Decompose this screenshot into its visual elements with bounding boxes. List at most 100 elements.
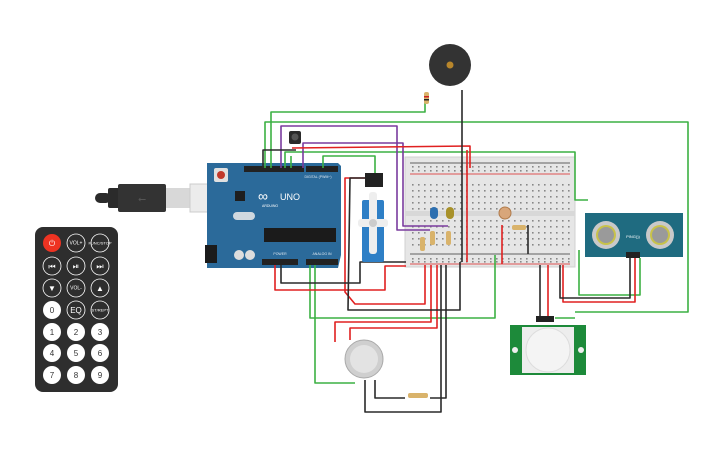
- photoresistor[interactable]: [498, 206, 512, 220]
- remote-button-label: ▼: [48, 284, 56, 293]
- breadboard-channel: [405, 211, 575, 216]
- remote-button-label: 5: [74, 349, 79, 358]
- remote-button-down[interactable]: ▼: [42, 278, 62, 298]
- usb-plug-body: [118, 184, 166, 212]
- remote-button-label: 2: [74, 328, 79, 337]
- ir-receiver-lens: [291, 133, 299, 141]
- resistor-1: [420, 237, 425, 251]
- remote-button-st-rept[interactable]: ST/REPT: [90, 300, 110, 320]
- reset-button-cap: [217, 171, 225, 179]
- atmega-chip: [264, 228, 336, 242]
- resistor-2: [430, 231, 435, 245]
- pir-dome: [525, 327, 571, 373]
- remote-button-2[interactable]: 2: [67, 323, 85, 341]
- led-yellow[interactable]: [446, 207, 454, 219]
- remote-button-9[interactable]: 9: [91, 366, 109, 384]
- power-header: [262, 259, 298, 265]
- capacitor-1: [234, 250, 244, 260]
- remote-button-prev[interactable]: ⏮: [42, 256, 62, 276]
- remote-button-label: 4: [50, 349, 55, 358]
- digital-header-left: [244, 166, 304, 172]
- wire-red-5v[interactable]: [274, 265, 406, 291]
- led-blue[interactable]: [430, 207, 438, 219]
- resistor-ldr: [512, 225, 526, 230]
- gas-sensor-mesh: [350, 345, 378, 373]
- arduino-uno[interactable]: DIGITAL (PWM~) ∞ UNO ARDUINO POWER ANALO…: [205, 163, 341, 268]
- wire-green-breadboard[interactable]: [284, 151, 588, 201]
- remote-button-vol-up[interactable]: VOL+: [66, 233, 86, 253]
- remote-button-label: EQ: [70, 306, 82, 315]
- wire-black-gas-2[interactable]: [374, 380, 405, 399]
- usb-chip: [235, 191, 245, 201]
- remote-button-label: 6: [98, 349, 103, 358]
- pir-sensor[interactable]: [510, 316, 586, 375]
- sonar-label: PING))): [626, 234, 640, 239]
- remote-button-vol-down[interactable]: VOL-: [66, 278, 86, 298]
- remote-button-3[interactable]: 3: [91, 323, 109, 341]
- wire-black-ir-gnd[interactable]: [262, 149, 296, 168]
- resistors: [408, 225, 526, 398]
- usb-cable[interactable]: ⭠: [95, 183, 217, 213]
- wire-black-gas-res[interactable]: [430, 265, 447, 399]
- gas-sensor[interactable]: [344, 339, 384, 379]
- sonar-pins: [626, 252, 640, 258]
- analog-header: [306, 259, 338, 265]
- wire-red-servo[interactable]: [344, 177, 426, 305]
- servo-motor[interactable]: [358, 173, 388, 262]
- remote-button-1[interactable]: 1: [43, 323, 61, 341]
- remote-button-label: ⏻: [49, 239, 56, 248]
- usb-cable-strain: [95, 193, 111, 203]
- remote-button-play-pause[interactable]: ⏯: [66, 256, 86, 276]
- remote-button-label: ⏭: [96, 262, 103, 271]
- remote-button-label: ▲: [96, 284, 104, 293]
- crystal: [233, 212, 255, 220]
- wire-purple-led-blue[interactable]: [280, 125, 430, 231]
- remote-button-label: FUNC/STOP: [88, 241, 111, 246]
- wire-purple-led-yellow[interactable]: [302, 142, 448, 227]
- wire-green-sonar-trig[interactable]: [578, 250, 641, 296]
- wire-green-sonar-echo[interactable]: [264, 121, 689, 313]
- wire-green-analog-ldr[interactable]: [309, 255, 496, 319]
- remote-button-7[interactable]: 7: [43, 366, 61, 384]
- remote-button-5[interactable]: 5: [67, 344, 85, 362]
- servo-connector: [365, 173, 383, 187]
- remote-button-eq[interactable]: EQ: [66, 300, 86, 320]
- remote-button-power[interactable]: ⏻: [43, 234, 61, 252]
- wire-black-servo[interactable]: [347, 177, 461, 311]
- remote-button-func-stop[interactable]: FUNC/STOP: [88, 233, 112, 253]
- buzzer-resistor: [424, 92, 429, 104]
- wire-red-gas-1[interactable]: [334, 265, 432, 342]
- wire-red-ir-vcc[interactable]: [291, 145, 471, 168]
- digital-header-right: [306, 166, 338, 172]
- remote-button-0[interactable]: 0: [43, 301, 61, 319]
- remote-button-6[interactable]: 6: [91, 344, 109, 362]
- piezo-buzzer[interactable]: [424, 44, 471, 104]
- wire-green-buzzer[interactable]: [270, 98, 426, 168]
- wire-black-sonar[interactable]: [559, 258, 631, 299]
- remote-button-label: 3: [98, 328, 103, 337]
- ir-remote[interactable]: ⏻ VOL+FUNC/STOP ⏮⏯ ⏭ ▼ VOL- ▲ 0 EQ ST/REPT 1 2 3 4 5 6 7…: [35, 227, 118, 392]
- remote-button-label: 7: [50, 371, 55, 380]
- brand-label: ARDUINO: [262, 204, 278, 208]
- remote-button-label: 0: [50, 306, 55, 315]
- remote-button-4[interactable]: 4: [43, 344, 61, 362]
- wire-green-analog-gas[interactable]: [314, 265, 355, 384]
- servo-shaft: [369, 219, 377, 227]
- remote-button-label: 8: [74, 371, 79, 380]
- remote-button-next[interactable]: ⏭: [90, 256, 110, 276]
- wire-black-gas-1[interactable]: [364, 265, 442, 413]
- resistor-3: [446, 231, 451, 245]
- wire-green-servo[interactable]: [322, 155, 376, 175]
- pir-pins: [536, 316, 554, 322]
- wire-red-sonar[interactable]: [562, 258, 636, 303]
- wire-red-gas-2[interactable]: [349, 265, 438, 340]
- remote-button-label: 9: [98, 371, 103, 380]
- remote-button-up[interactable]: ▲: [90, 278, 110, 298]
- remote-button-8[interactable]: 8: [67, 366, 85, 384]
- ultrasonic-sensor[interactable]: PING))): [585, 213, 683, 258]
- power-jack: [205, 245, 217, 263]
- remote-button-label: ST/REPT: [92, 308, 109, 313]
- ir-receiver[interactable]: [289, 131, 301, 144]
- breadboard-holes: [412, 166, 570, 263]
